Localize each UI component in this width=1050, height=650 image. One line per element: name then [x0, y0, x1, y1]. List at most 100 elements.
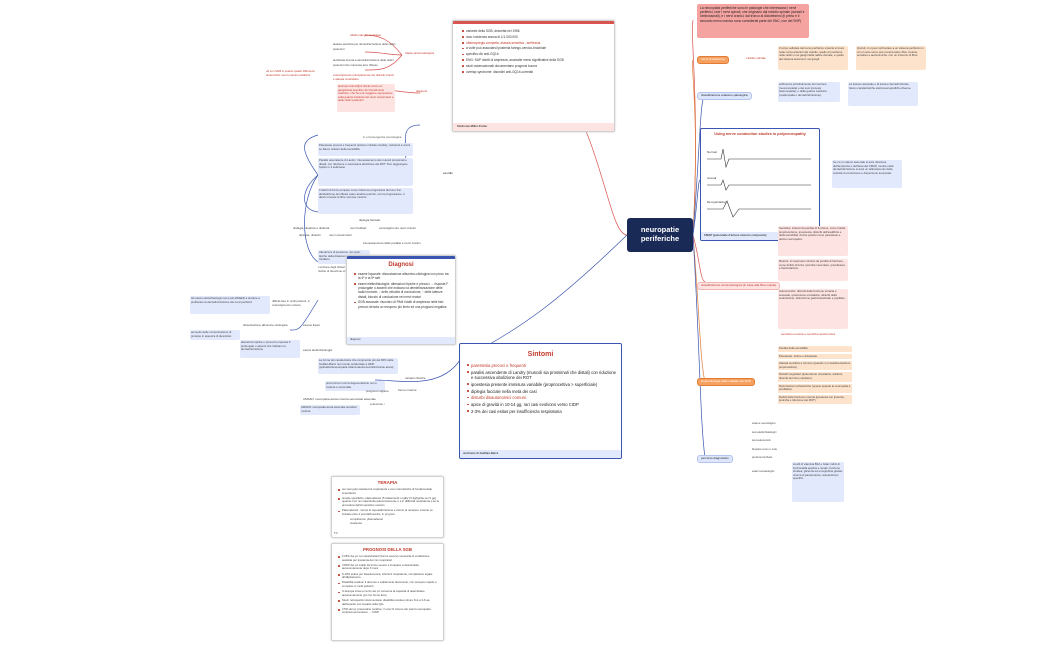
percorso-node[interactable]: percorso diagnostico — [697, 455, 733, 463]
esordio-item-1[interactable]: in un'emergenza neurologica — [363, 135, 402, 139]
triade-item-1[interactable]: oftalmoplegia completa — [350, 33, 381, 37]
triade-node[interactable]: triade sintomatologica — [405, 51, 435, 55]
terapia-subitem: tossiemia — [350, 520, 362, 525]
classif-ap-node[interactable]: classificazione anatomo-patologica — [697, 92, 752, 100]
anatomia-sub-node[interactable]: midollo spinale — [746, 56, 766, 60]
sintomo-item: parestesia precoci e frequenti — [466, 363, 616, 368]
axonal-label: Axonal — [707, 176, 717, 180]
diagnosi-left-note: difficile fare in molti pazienti, in coi… — [272, 300, 310, 307]
mf-item: specifico Ab anti-GQ1b — [461, 52, 608, 56]
diagnosi-mf-node[interactable]: diagnosi — [416, 89, 428, 93]
bulbari-sintomi: disfagia, disartria e disfonia — [293, 226, 330, 230]
mf-item: oftalmoplegia completa, atassia sensitiv… — [461, 41, 608, 45]
demy-label: Demyelinating — [707, 200, 726, 204]
sintomo-item: paralisi ascendente di Landry (muscoli s… — [466, 370, 616, 380]
central-topic-line1: neuropatie — [640, 225, 680, 234]
esordio-item-3: Paralisi ascendente di Landry: interessa… — [318, 158, 413, 186]
sintomat-item: Perdita della sensibilità — [778, 346, 852, 352]
esordio-node[interactable]: esordio — [443, 171, 453, 175]
classif-sint-text1: Sensitive: sintomi da perdita di funzion… — [778, 226, 848, 256]
prognosi-item: Studi: retrospettivi documentano disabil… — [337, 598, 439, 606]
amsan-label[interactable]: a decorso ↓ — [370, 402, 386, 406]
central-topic[interactable]: neuropatie periferiche — [627, 218, 693, 252]
terapia-subitem: complicanze: plasmaferesi — [350, 516, 383, 521]
diplegia-node[interactable]: diplegia facciale — [359, 218, 381, 222]
percorso-text: Livelli di vitamina B12 e folati; indici… — [792, 462, 844, 502]
forme-motorie-node[interactable]: forme motorie — [398, 388, 417, 392]
definition-box: La neuropatia periferiche sono le patolo… — [697, 4, 809, 38]
cmap-waveforms: Normal Axonal Demyelinating — [707, 148, 811, 218]
nervi-oculomotori-node[interactable]: nervi oculomotori — [329, 233, 352, 237]
diagnosi-item: SGB assonale: riscontro di PAM ridotti d… — [353, 300, 450, 309]
percorso-item[interactable]: puntura lombare — [752, 455, 773, 460]
anatomia-node[interactable]: cenni di anatomia — [697, 56, 729, 64]
sintomat-item: Atassia sensitiva e tremore (quando vi è… — [778, 361, 852, 371]
percorso-item[interactable]: test autonomici — [752, 438, 771, 443]
sintomo-item: disturbi disautonomici comuni — [466, 395, 616, 400]
varianti-node[interactable]: varianti cliniche — [405, 376, 426, 380]
diagnosi-mf-text2: anticorpi anti-GQ1b diretti contro un ga… — [337, 84, 395, 112]
mf-item: variante della SGB, descritta nel 1956 — [461, 29, 608, 33]
prognosi-item: Il 80% dei pz colpiti da forme severe è … — [337, 563, 439, 571]
diagnosi-mf-text1: coinvolgimento principalmente dei distre… — [333, 74, 394, 81]
axonal-wave — [707, 179, 811, 191]
anatomia-text2: Quindi, ci si può confrontare a un siste… — [856, 46, 926, 70]
diagnosi-item: esame liquorale: dissociazione albumino-… — [353, 272, 450, 280]
amsan2-text: AMSAN: neuropatia acuta assonale sensiti… — [300, 405, 360, 415]
percorso-item[interactable]: esame neurologico — [752, 421, 776, 425]
prognosi-migliore-node[interactable]: prognosi migliore — [366, 389, 389, 393]
diagnosi-left-text: Gli esami elettrofisiologici sono più af… — [190, 296, 270, 314]
prognosi-item: Il 25% dei pz non deambulanti (forme sev… — [337, 554, 439, 562]
classif-ap-text1: sofferenza primitivamente del neurone (n… — [778, 82, 840, 102]
sintomat-item: Deformazioni scheletriche (specie quando… — [778, 383, 852, 393]
terapia-item: nei casi gravi assistenza respiratoria e… — [337, 487, 439, 495]
cmap-caption: CMAP (potenziale d'azione motorio compos… — [701, 232, 819, 240]
alterazioni-text: alterazioni tipiche e precoci le rispost… — [240, 340, 300, 358]
amsan-text: AMSAN: neuropatia acuta motoria sensoria… — [303, 397, 376, 401]
cmap-card: Using nerve conduction studies in polyne… — [700, 128, 820, 241]
dissociazione-node[interactable]: dissociazione albumino-citologica — [243, 323, 288, 327]
sintomi-card: Sintomi parestesia precoci e frequenti p… — [459, 343, 622, 459]
normal-label: Normal — [707, 150, 717, 154]
oculo-sintomi: diplopia, disturbi — [299, 233, 321, 237]
esordio-item-4: Il deficit di forza compare come riduzio… — [318, 188, 413, 214]
sintomo-item: diplegia facciale nella metà dei casi — [466, 389, 616, 394]
terapia-item: terapie specifiche: plasmaferesi (5 trat… — [337, 496, 439, 508]
classif-sint-node[interactable]: classificazione sintomatologica (in base… — [697, 282, 781, 290]
central-topic-line2: periferiche — [640, 234, 680, 243]
prognosi-title: PROGNOSI DELLA SGB — [362, 547, 413, 552]
coinvolgimento-node[interactable]: coinvolgimento nervi cranici — [379, 226, 416, 230]
nervi-bulbari-node[interactable]: nervi bulbari — [350, 226, 367, 230]
esami-elettro-node[interactable]: esami elettrofisiologici — [303, 348, 333, 352]
diagnosi-title: Diagnosi — [388, 262, 414, 268]
anatomia-text1: Il corpo cellulare del nervo periferico … — [778, 46, 848, 70]
esordio-item-2: Parestesie precoci e frequenti (sintomo … — [318, 143, 413, 156]
coinv2-node[interactable]: interessamento delle paralisi e nervi cr… — [363, 241, 421, 245]
cmap-text: Se c'è un danno assonale si avrà riduzio… — [832, 160, 902, 188]
triade-item-3: areflessia dovuta a demielinizzazione de… — [333, 58, 394, 67]
miller-left-note: 20 con SGB in quanto quadri differenze a… — [266, 70, 315, 77]
terapia-title: TERAPIA — [377, 480, 398, 485]
forma-pura-text: pura forma in cui la degenerazione non è… — [325, 381, 385, 391]
classif-ap-text2: La lesione assonale e la lesione demieli… — [848, 82, 918, 106]
sintomo-item: ipoestesia presente immisura variabile (… — [466, 382, 616, 387]
mf-item: rara: incidenza annua di 1/1.000.000 — [461, 35, 608, 39]
classif-sint-text2: Motorie: si osservano sintomi da perdita… — [778, 259, 848, 281]
terapia-item: Plasmaferesi: i tempi di ospedalizzazion… — [337, 508, 439, 516]
sintomi-caption: sindrome di Guillain-Barré — [460, 450, 621, 458]
percorso-item[interactable]: esami ematologici — [752, 468, 775, 473]
percorso-item[interactable]: biopsia nervo o cute — [752, 446, 778, 451]
esame-liquor-node[interactable]: esame liquor — [303, 323, 321, 327]
prognosi-item: Disabilità residua: il decorso è solitam… — [337, 580, 439, 588]
prognosi-card: PROGNOSI DELLA SGB Il 25% dei pz non dea… — [331, 543, 444, 641]
sintomatologia-node[interactable]: sintomatologia delle malattie del SNP — [697, 378, 755, 386]
triade-item-2: atassia sensitiva per demielinizzazione … — [333, 42, 396, 51]
normal-wave — [707, 148, 811, 169]
mf-item: overlap syndrome: disordini anti-GQ1b-co… — [461, 70, 608, 74]
prognosi-item: In Europa circa un terzo dei pz conserva… — [337, 589, 439, 597]
mf-item: studi osservazionali documentano prognos… — [461, 64, 608, 68]
sintomi-title: Sintomi — [527, 351, 554, 358]
classif-sint-text3: Autonomiche: disturbi della funzione uri… — [778, 289, 848, 329]
percorso-item[interactable]: test elettrofisiologici — [752, 429, 777, 434]
